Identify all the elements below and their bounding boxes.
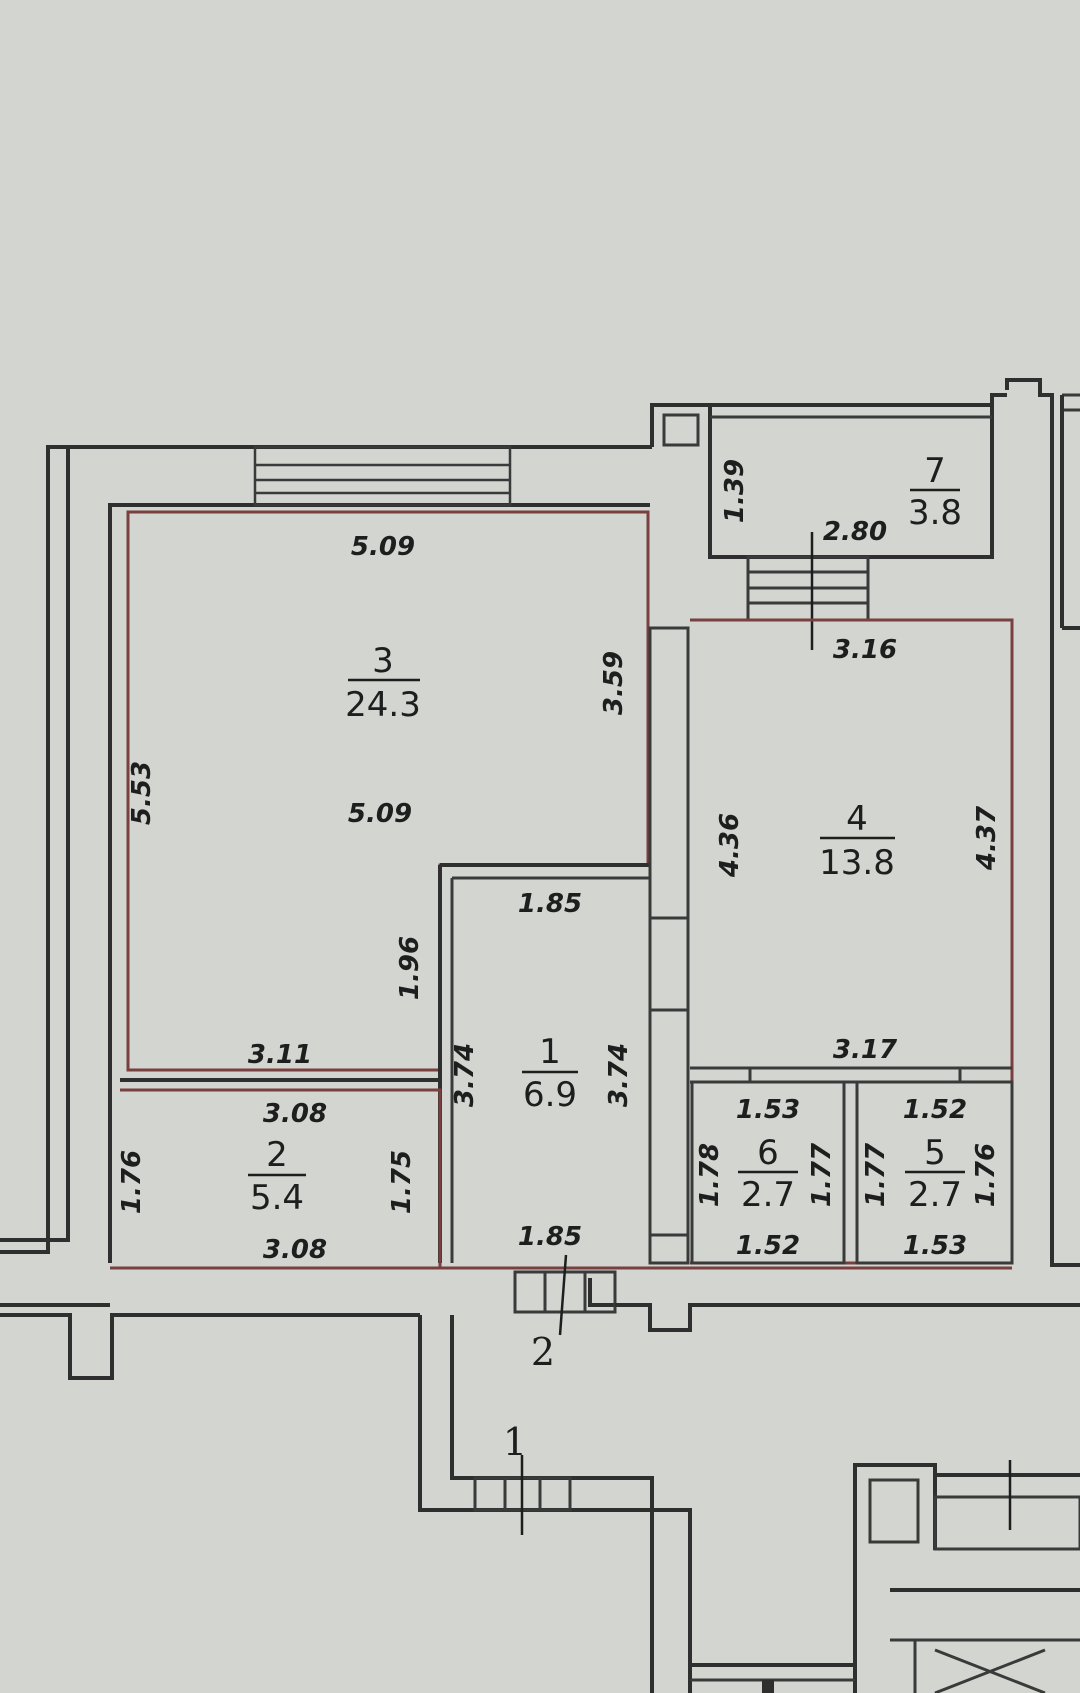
dim-r5-bottom: 1.53 — [903, 1231, 967, 1261]
window-room3 — [253, 445, 512, 507]
dim-r6-bottom: 1.52 — [736, 1231, 800, 1261]
dim-r1-left: 3.74 — [450, 1043, 480, 1107]
room-2-area: 5.4 — [250, 1178, 304, 1218]
partition-1-4 — [648, 626, 690, 1265]
dim-r7-width: 2.80 — [823, 517, 887, 547]
dim-r6-top: 1.53 — [736, 1095, 800, 1125]
dim-r2-right: 1.75 — [387, 1150, 417, 1214]
dim-r5-right: 1.76 — [971, 1143, 1001, 1207]
room-6-area: 2.7 — [741, 1175, 795, 1215]
dim-r2-left: 1.76 — [117, 1150, 147, 1214]
dimension-labels: 5.09 5.09 3.11 3.08 3.08 1.85 1.85 3.16 … — [117, 459, 1002, 1265]
room-4-outline — [690, 618, 1014, 1265]
room-1-number: 1 — [539, 1032, 561, 1072]
room-7-number: 7 — [924, 451, 946, 491]
dim-r2-bottom: 3.08 — [263, 1235, 327, 1265]
stairwell — [473, 1455, 1080, 1693]
room-6-label: 6 2.7 — [738, 1133, 798, 1215]
section-marks: 2 1 — [503, 1330, 555, 1464]
dim-r3-left: 5.53 — [127, 761, 157, 825]
room-4-area: 13.8 — [819, 843, 895, 883]
room-3-number: 3 — [372, 641, 394, 681]
room-7-label: 7 3.8 — [908, 451, 962, 533]
bottom-wall — [110, 1254, 1080, 1336]
dim-r1-bottom: 1.85 — [518, 1222, 582, 1252]
section-mark-2: 2 — [531, 1330, 555, 1374]
dim-r6-right: 1.77 — [807, 1142, 837, 1207]
room-4-label: 4 13.8 — [819, 799, 895, 883]
room-2-label: 2 5.4 — [248, 1135, 306, 1218]
room-6-number: 6 — [757, 1133, 779, 1173]
room-5-area: 2.7 — [908, 1175, 962, 1215]
room-5-number: 5 — [924, 1133, 946, 1173]
dim-r7-height: 1.39 — [720, 459, 750, 523]
dim-r3-mid: 5.09 — [348, 799, 412, 829]
section-mark-1: 1 — [503, 1420, 527, 1464]
balcony — [650, 378, 1080, 628]
dim-r4-left: 4.36 — [715, 813, 745, 878]
room-7-area: 3.8 — [908, 493, 962, 533]
room-5-label: 5 2.7 — [905, 1133, 965, 1215]
balcony-steps — [746, 532, 870, 650]
dim-r5-top: 1.52 — [903, 1095, 967, 1125]
room-3-area: 24.3 — [345, 685, 421, 725]
room-4-number: 4 — [846, 799, 868, 839]
dim-r1-right: 3.74 — [604, 1043, 634, 1107]
rooms-5-6-outline — [690, 1080, 1014, 1265]
dim-r5-left: 1.77 — [861, 1142, 891, 1207]
room-2-number: 2 — [266, 1135, 288, 1175]
right-walls — [1050, 626, 1080, 1267]
room-1-label: 1 6.9 — [522, 1032, 578, 1115]
room-1-area: 6.9 — [523, 1075, 577, 1115]
room-3-label: 3 24.3 — [345, 641, 421, 725]
dim-r4-bottom: 3.17 — [833, 1035, 898, 1065]
dim-r3-top: 5.09 — [351, 532, 415, 562]
dim-r1-top: 1.85 — [518, 889, 582, 919]
dim-r4-top: 3.16 — [833, 635, 897, 665]
dim-r2-top: 3.08 — [263, 1099, 327, 1129]
dim-r3-bottom: 3.11 — [248, 1040, 312, 1070]
dim-r3-right: 3.59 — [599, 651, 629, 715]
dim-r4-right: 4.37 — [972, 805, 1002, 871]
dim-r6-left: 1.78 — [695, 1143, 725, 1207]
dim-r3-inner: 1.96 — [395, 936, 425, 1000]
